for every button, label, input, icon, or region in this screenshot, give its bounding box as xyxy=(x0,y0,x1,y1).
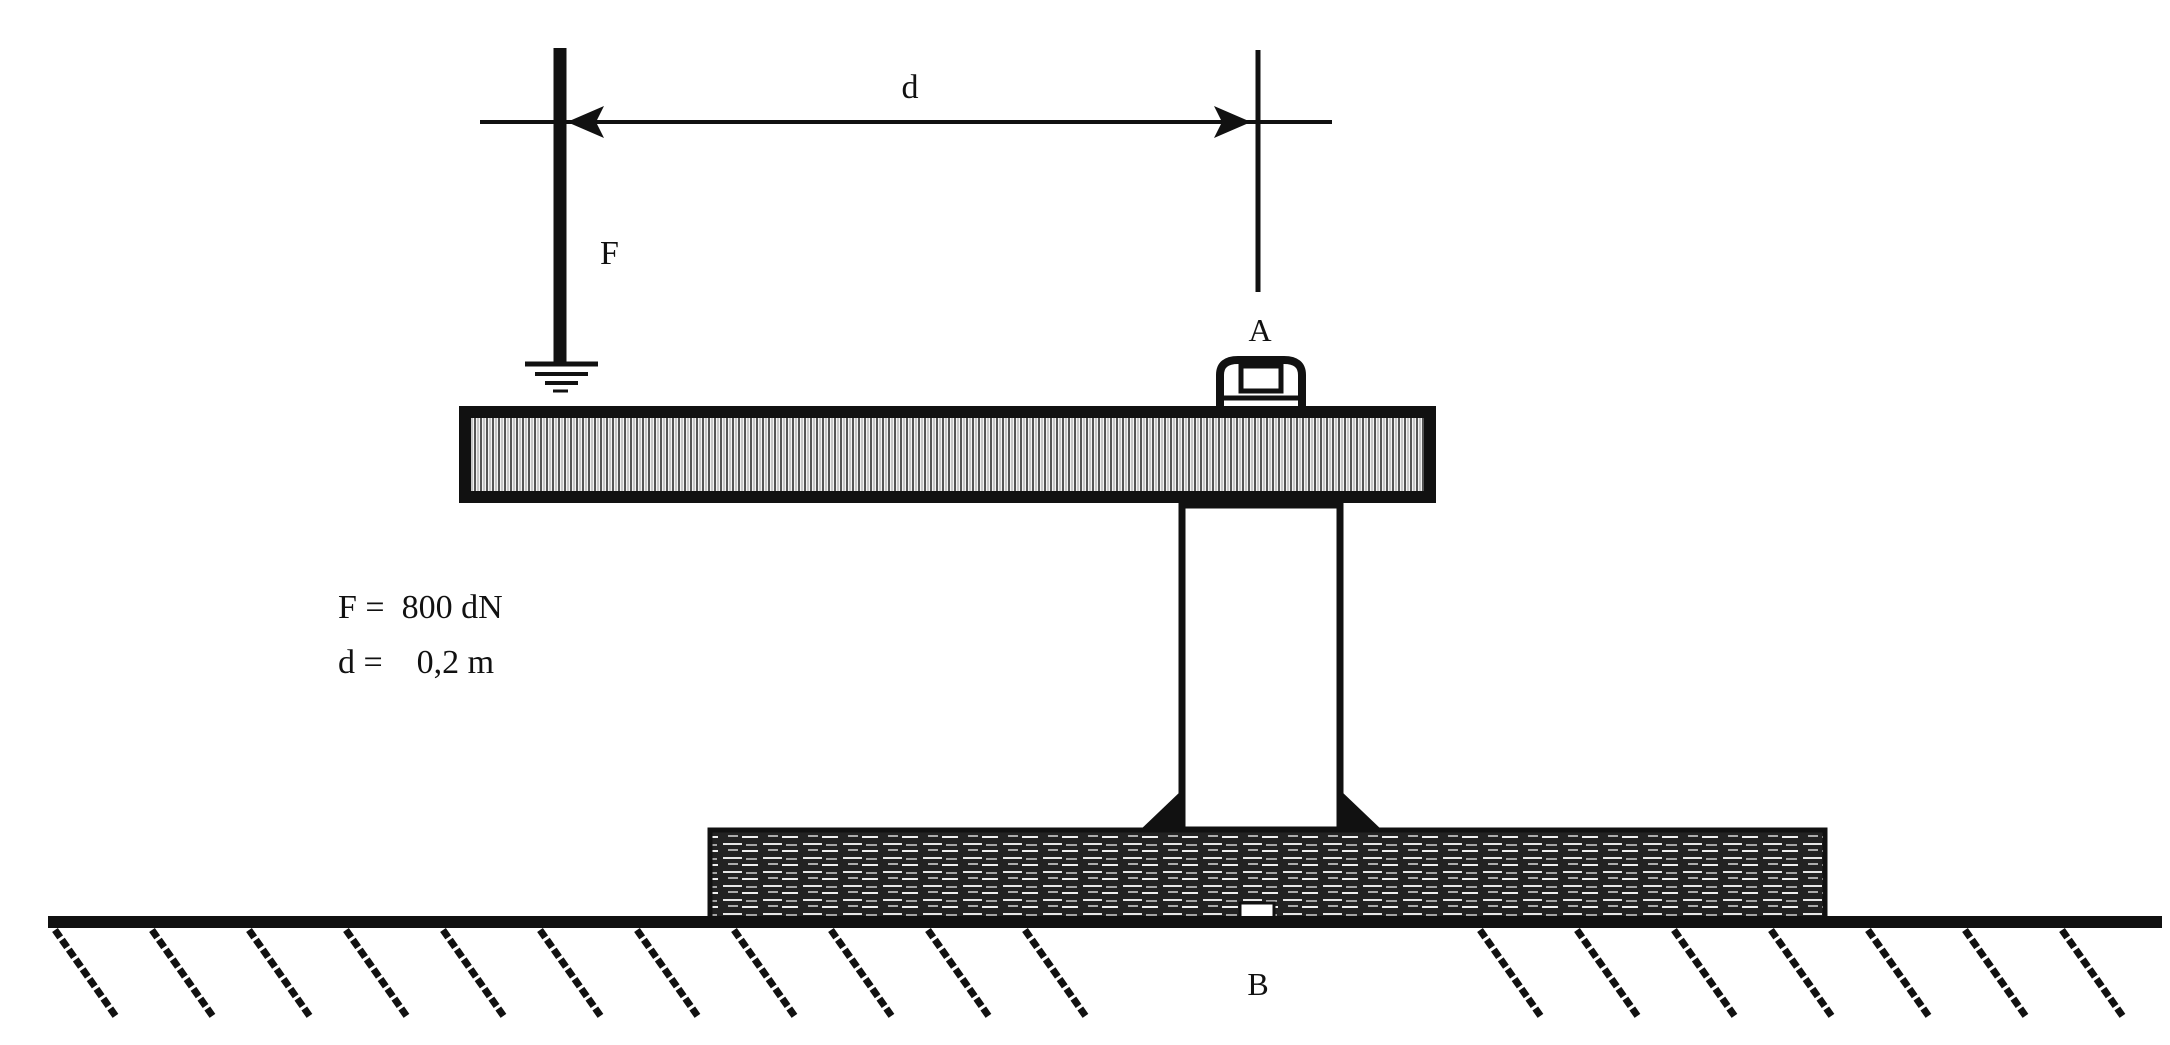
ground-hatching xyxy=(52,927,2127,1021)
label-f: F xyxy=(600,235,619,272)
ground-hatch-stroke xyxy=(149,927,217,1021)
distance-value: d = 0,2 m xyxy=(338,644,494,681)
ground-hatch-stroke xyxy=(1022,927,1090,1021)
ground-hatch-stroke xyxy=(1671,927,1739,1021)
ground-hatch-stroke xyxy=(1768,927,1836,1021)
force-arrow xyxy=(525,48,598,393)
label-a: A xyxy=(1248,312,1271,348)
ground-hatch-stroke xyxy=(634,927,702,1021)
ground-hatch-stroke xyxy=(828,927,896,1021)
support-a xyxy=(1216,356,1306,408)
ground-hatch-stroke xyxy=(1574,927,1642,1021)
ground-hatch-stroke xyxy=(52,927,120,1021)
left-fillet xyxy=(1138,790,1182,832)
label-d: d xyxy=(902,69,919,106)
ground xyxy=(48,916,2162,1021)
force-value: F = 800 dN xyxy=(338,589,503,626)
vertical-column xyxy=(1178,501,1344,834)
ground-hatch-stroke xyxy=(925,927,993,1021)
horizontal-beam xyxy=(459,406,1436,503)
ground-hatch-stroke xyxy=(246,927,314,1021)
right-fillet xyxy=(1340,790,1384,832)
ground-hatch-stroke xyxy=(343,927,411,1021)
ground-hatch-stroke xyxy=(537,927,605,1021)
ground-hatch-stroke xyxy=(2059,927,2127,1021)
ground-hatch-stroke xyxy=(1477,927,1545,1021)
ground-hatch-stroke xyxy=(1865,927,1933,1021)
label-b: B xyxy=(1247,966,1268,1002)
ground-hatch-stroke xyxy=(731,927,799,1021)
dimension-line-d xyxy=(480,106,1332,138)
ground-hatch-stroke xyxy=(1962,927,2030,1021)
ground-hatch-stroke xyxy=(440,927,508,1021)
